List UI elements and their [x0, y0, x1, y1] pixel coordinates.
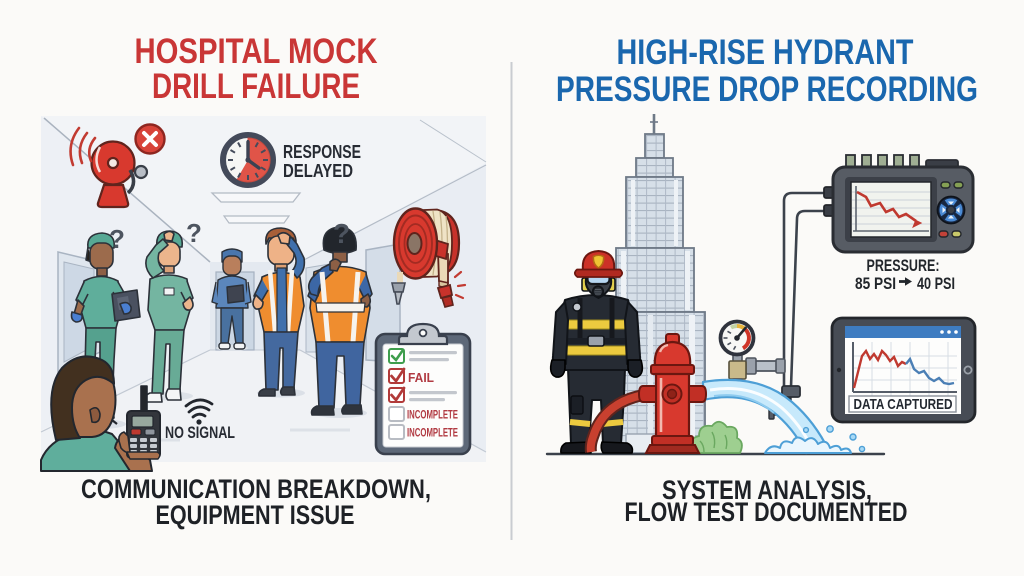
svg-text:COMMUNICATION BREAKDOWN,: COMMUNICATION BREAKDOWN,	[81, 474, 431, 504]
svg-text:DELAYED: DELAYED	[283, 160, 353, 181]
svg-text:?: ?	[186, 218, 202, 248]
svg-text:INCOMPLETE: INCOMPLETE	[407, 410, 458, 422]
svg-text:EQUIPMENT ISSUE: EQUIPMENT ISSUE	[156, 500, 355, 530]
svg-text:SYSTEM ANALYSIS,: SYSTEM ANALYSIS,	[662, 475, 872, 505]
svg-text:PRESSURE:: PRESSURE:	[867, 257, 940, 275]
svg-text:?: ?	[109, 224, 125, 254]
svg-text:DRILL FAILURE: DRILL FAILURE	[152, 67, 360, 106]
svg-text:?: ?	[333, 218, 350, 249]
svg-text:FAIL: FAIL	[408, 371, 434, 385]
svg-text:RESPONSE: RESPONSE	[283, 141, 361, 162]
svg-text:NO SIGNAL: NO SIGNAL	[165, 423, 235, 442]
svg-text:DATA CAPTURED: DATA CAPTURED	[854, 396, 953, 413]
svg-text:FLOW TEST DOCUMENTED: FLOW TEST DOCUMENTED	[625, 497, 908, 527]
svg-text:HIGH-RISE HYDRANT: HIGH-RISE HYDRANT	[617, 33, 914, 72]
svg-text:HOSPITAL MOCK: HOSPITAL MOCK	[135, 32, 378, 71]
svg-text:85 PSI: 85 PSI	[855, 275, 896, 293]
svg-text:INCOMPLETE: INCOMPLETE	[407, 428, 458, 440]
svg-text:40 PSI: 40 PSI	[917, 275, 955, 293]
svg-text:PRESSURE DROP RECORDING: PRESSURE DROP RECORDING	[556, 70, 978, 109]
